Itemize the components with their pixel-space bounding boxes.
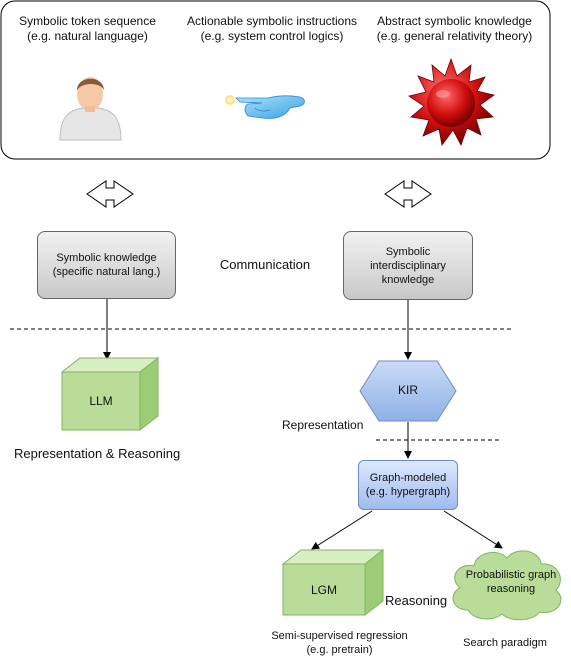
probabilistic-graph-line1: Probabilistic graph (465, 569, 557, 581)
double-arrow-icon (86, 180, 134, 208)
symbolic-knowledge-line1: Symbolic knowledge (56, 252, 157, 264)
semi-supervised-line2: (e.g. pretrain) (306, 644, 373, 656)
graph-modeled-line2: (e.g. hypergraph) (365, 486, 451, 498)
top-col1-line2: (e.g. natural language) (27, 29, 148, 43)
reasoning-label: Reasoning (385, 593, 448, 608)
communication-label: Communication (219, 257, 311, 272)
top-col1-label: Symbolic token sequence (e.g. natural la… (0, 14, 175, 44)
top-panel (0, 0, 551, 160)
pointing-hand-icon (225, 95, 305, 119)
top-col2-line1: Actionable symbolic instructions (186, 14, 358, 28)
symbolic-knowledge-box: Symbolic knowledge (specific natural lan… (37, 231, 176, 299)
double-arrow-icon (384, 180, 432, 208)
top-col1-line1: Symbolic token sequence (19, 14, 156, 28)
red-spiky-ball-icon (408, 57, 495, 146)
top-col3-label: Abstract symbolic knowledge (e.g. genera… (362, 14, 547, 44)
lgm-label: LGM (310, 583, 337, 597)
llm-label: LLM (89, 394, 113, 408)
symbolic-knowledge-line2: (specific natural lang.) (52, 266, 161, 278)
arrow-connector (443, 510, 503, 549)
kir-hexagon (359, 360, 457, 422)
symbolic-interdisciplinary-box: Symbolic interdisciplinary knowledge (343, 231, 473, 300)
kir-label: KIR (397, 383, 418, 397)
top-col3-line1: Abstract symbolic knowledge (377, 14, 532, 28)
search-paradigm-label: Search paradigm (463, 637, 547, 649)
graph-modeled-box: Graph-modeled (e.g. hypergraph) (358, 460, 458, 510)
top-col3-line2: (e.g. general relativity theory) (376, 29, 533, 43)
representation-reasoning-label: Representation & Reasoning (14, 446, 181, 461)
lgm-cube (281, 548, 385, 617)
probabilistic-graph-label: Probabilistic graph reasoning (452, 568, 570, 596)
top-col2-line2: (e.g. system control logics) (200, 29, 344, 43)
probabilistic-cloud (452, 550, 562, 621)
arrow-connector (311, 510, 373, 550)
symbolic-interdisciplinary-line1: Symbolic (385, 245, 431, 258)
symbolic-interdisciplinary-line2: interdisciplinary (370, 259, 446, 272)
person-icon (59, 77, 122, 141)
semi-supervised-line1: Semi-supervised regression (271, 630, 408, 642)
symbolic-interdisciplinary-line3: knowledge (381, 273, 435, 286)
semi-supervised-label: Semi-supervised regression (e.g. pretrai… (252, 629, 427, 657)
representation-label: Representation (282, 418, 364, 432)
top-col2-label: Actionable symbolic instructions (e.g. s… (172, 14, 372, 44)
llm-cube (60, 356, 160, 432)
graph-modeled-line1: Graph-modeled (369, 472, 447, 484)
probabilistic-graph-line2: reasoning (486, 583, 536, 595)
